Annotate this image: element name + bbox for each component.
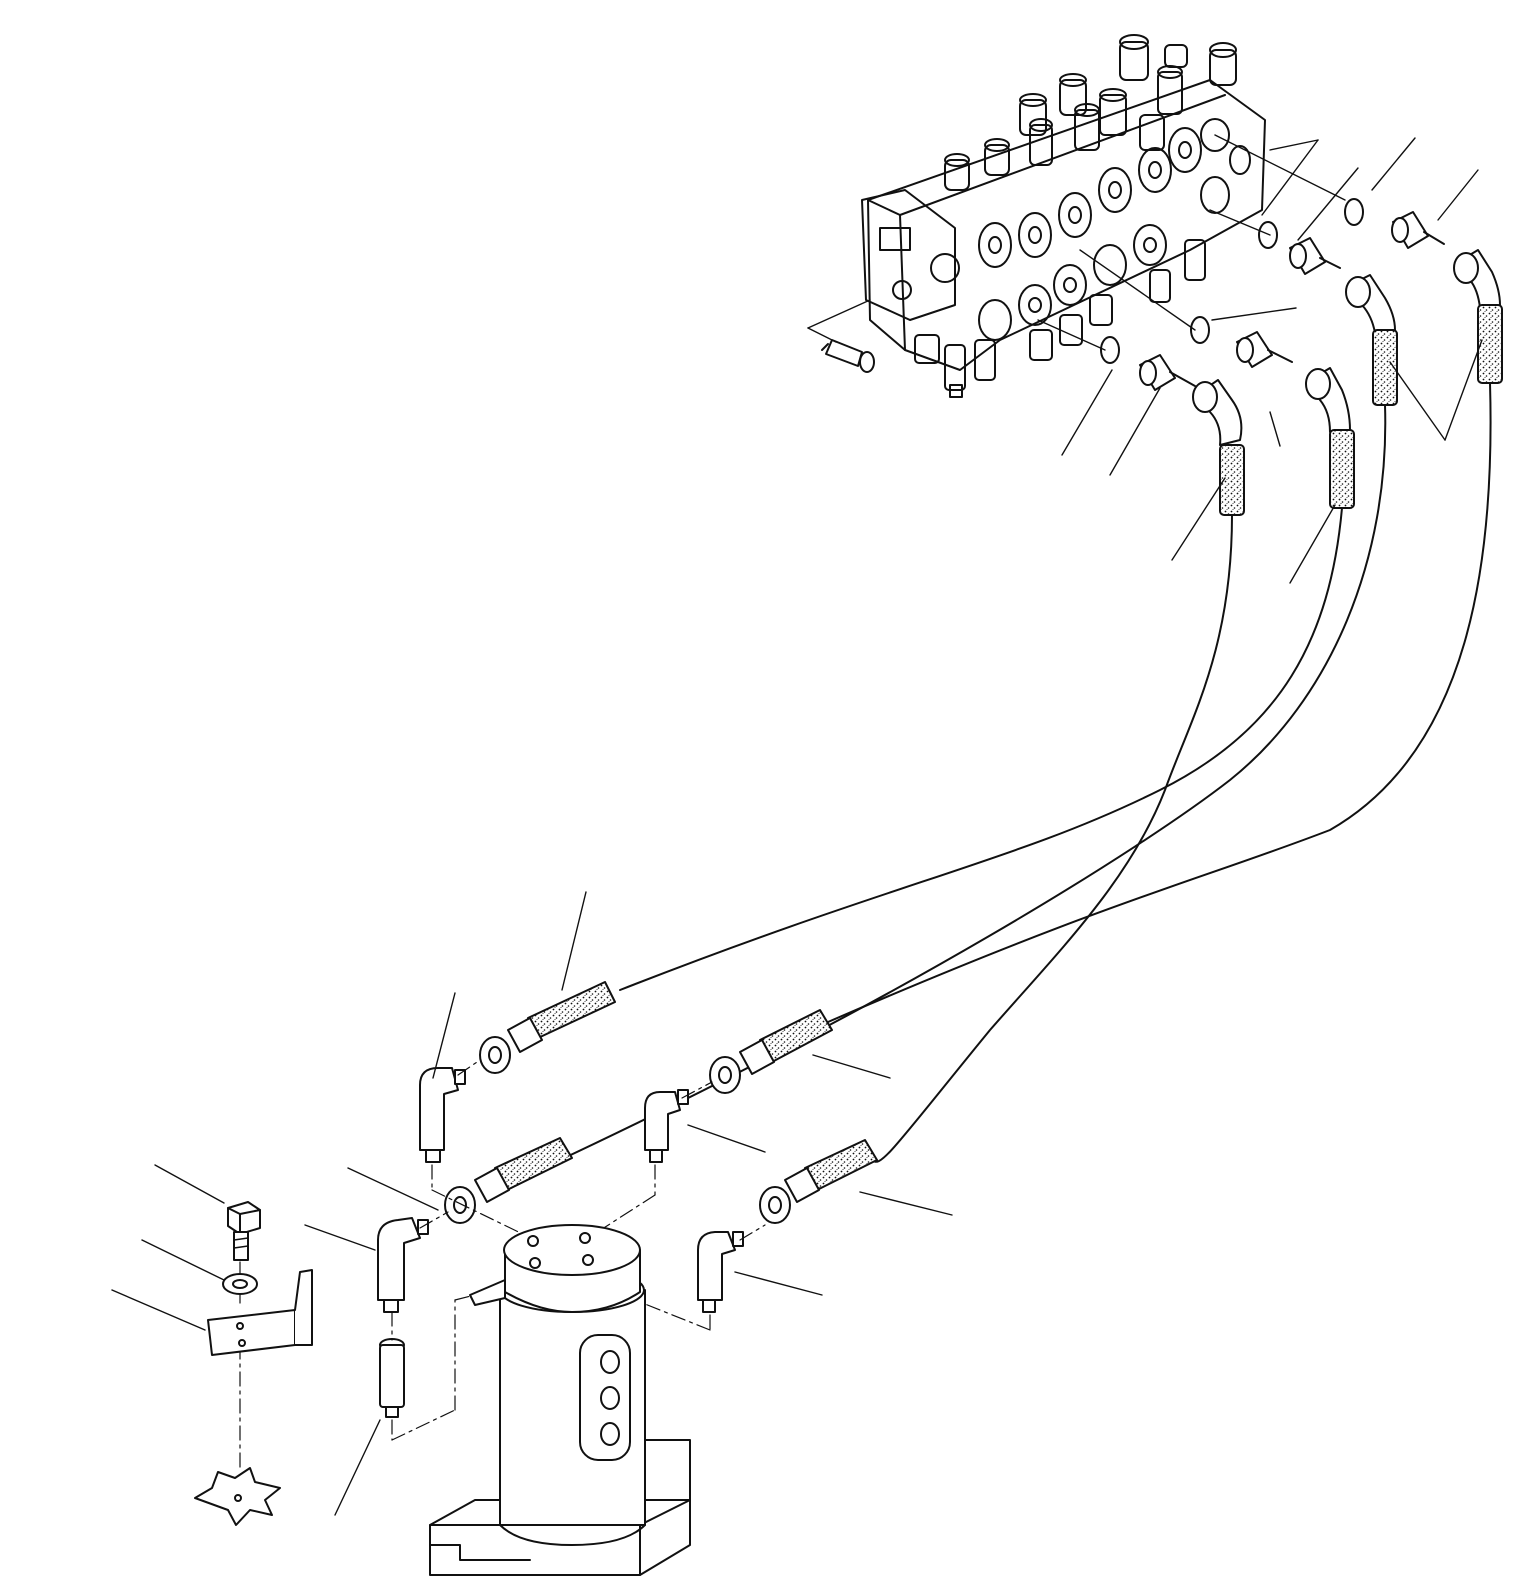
o-rings (1100, 198, 1364, 364)
hydraulic-hose (619, 507, 1343, 991)
elbow-fitting (644, 1089, 689, 1163)
callout-leader (1371, 137, 1416, 191)
callout-leader (1297, 167, 1359, 241)
callout-leader (1269, 139, 1319, 151)
connector-fitting (1391, 211, 1445, 249)
hydraulic-hose (559, 404, 1387, 1161)
callout-leader (154, 1164, 225, 1204)
elbow-fitting (697, 1231, 744, 1313)
swivel-joint (429, 1224, 691, 1576)
adapter-fitting (379, 1338, 405, 1418)
callout-leaders (111, 137, 1483, 1516)
callout-leader (1171, 477, 1226, 561)
lower-elbows (377, 1067, 744, 1418)
callout-leader (734, 1271, 823, 1296)
mounting-bracket-assembly (194, 1201, 313, 1526)
hose-end (479, 981, 616, 1074)
hose-end (709, 1009, 833, 1094)
mounting-bracket (207, 1269, 313, 1356)
elbow-fitting (1192, 379, 1245, 516)
callout-leader (812, 1054, 891, 1079)
connector-fittings (1139, 211, 1445, 391)
callout-leader (111, 1289, 206, 1331)
lower-hose-ends (444, 981, 878, 1224)
connector-fitting (1289, 237, 1341, 275)
callout-leader (1269, 411, 1281, 447)
control-valve (807, 34, 1266, 398)
elbow-fitting (377, 1217, 429, 1313)
o-ring (1344, 198, 1364, 226)
washer (222, 1273, 258, 1295)
callout-leader (432, 992, 456, 1079)
callout-leader (347, 1167, 439, 1211)
callout-leader (687, 1124, 766, 1153)
callout-leader (304, 1224, 376, 1251)
callout-leader (1261, 139, 1319, 216)
elbow-fitting (1453, 249, 1503, 384)
callout-leader (334, 1419, 381, 1516)
callout-leader (1444, 339, 1483, 441)
o-ring (1100, 336, 1120, 364)
callout-leader (1061, 369, 1113, 456)
elbow-fitting (419, 1067, 466, 1163)
bolt (227, 1201, 261, 1261)
connector-fitting (1139, 354, 1196, 391)
callout-leader (1289, 504, 1336, 584)
callout-leader (1109, 387, 1161, 476)
callout-leader (1437, 169, 1479, 221)
callout-leader (561, 891, 587, 991)
hydraulic-hose (827, 382, 1492, 1023)
hydraulic-hose (872, 514, 1233, 1163)
hose-end (444, 1137, 573, 1224)
o-ring (1258, 221, 1278, 249)
connector-fitting (1236, 331, 1293, 368)
mounting-plate (194, 1467, 281, 1526)
upper-hose-ends (1192, 249, 1503, 516)
elbow-fitting (1305, 367, 1355, 509)
hydraulic-hoses (559, 382, 1492, 1163)
callout-leader (141, 1239, 225, 1281)
elbow-fitting (1345, 274, 1398, 406)
callout-leader (859, 1191, 953, 1216)
hose-end (759, 1139, 878, 1224)
callout-leader (1211, 307, 1297, 321)
callout-leader (1389, 361, 1446, 441)
o-ring (1190, 316, 1210, 344)
